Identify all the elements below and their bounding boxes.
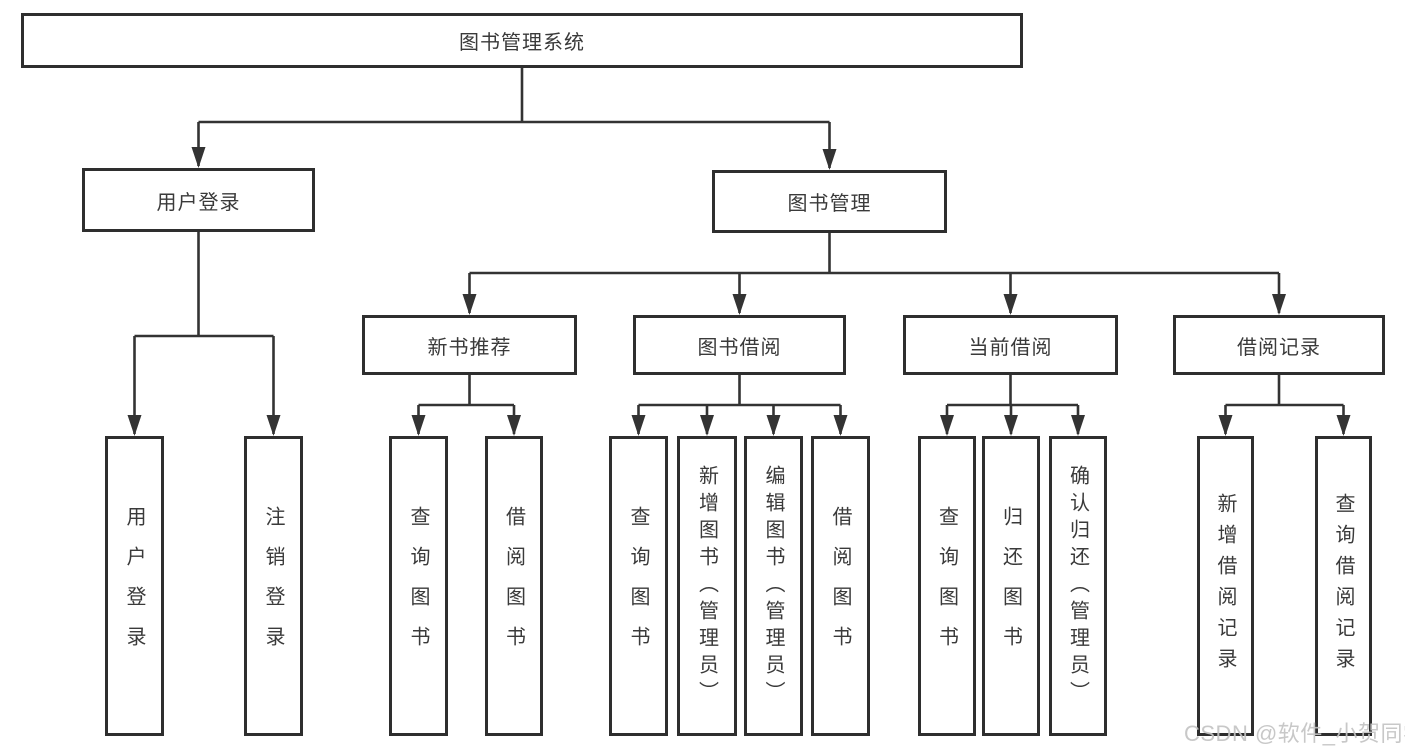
leaf-return-book: 归还图书 [982,436,1040,736]
leaf-label: 借阅图书 [829,506,851,666]
leaf-borrow-books-recommend: 借阅图书 [485,436,543,736]
csdn-watermark: CSDN @软件_小贺同学 [1184,721,1405,746]
leaf-label: 查询图书 [935,506,958,666]
node-label: 图书管理 [787,193,872,215]
leaf-add-book-admin: 新增图书（管理员） [677,436,737,736]
leaf-query-books-borrow: 查询图书 [609,436,668,736]
node-user-login: 用户登录 [82,168,315,232]
node-label: 新书推荐 [427,336,512,359]
leaf-borrow-book: 借阅图书 [811,436,870,736]
node-current-borrow: 当前借阅 [903,315,1118,375]
leaf-label: 用户登录 [123,506,145,666]
node-label: 借阅记录 [1237,336,1321,359]
node-new-book-recommend: 新书推荐 [362,315,577,375]
leaf-label: 借阅图书 [502,506,525,666]
leaf-query-books-recommend: 查询图书 [389,436,448,736]
leaf-label: 新增图书（管理员） [695,464,718,708]
leaf-label: 查询图书 [407,506,429,666]
node-borrow-record: 借阅记录 [1173,315,1385,375]
node-label: 图书管理系统 [459,32,585,54]
node-label: 当前借阅 [968,336,1053,359]
leaf-label: 注销登录 [262,506,284,666]
leaf-edit-book-admin: 编辑图书（管理员） [744,436,803,736]
leaf-confirm-return-admin: 确认归还（管理员） [1049,436,1107,736]
leaf-label: 查询借阅记录 [1332,493,1354,679]
leaf-label: 新增借阅记录 [1214,493,1236,679]
leaf-label: 查询图书 [627,506,649,666]
node-label: 用户登录 [156,191,241,214]
node-book-management: 图书管理 [712,170,947,233]
node-book-borrow: 图书借阅 [633,315,846,375]
leaf-user-login: 用户登录 [105,436,164,736]
leaf-label: 确认归还（管理员） [1066,464,1089,708]
leaf-add-borrow-record: 新增借阅记录 [1197,436,1254,736]
node-book-management-system: 图书管理系统 [21,13,1023,68]
node-label: 图书借阅 [697,336,782,359]
leaf-label: 编辑图书（管理员） [762,464,784,708]
leaf-query-books-current: 查询图书 [918,436,976,736]
leaf-query-borrow-record: 查询借阅记录 [1315,436,1372,736]
leaf-logout: 注销登录 [244,436,303,736]
leaf-label: 归还图书 [999,506,1022,666]
